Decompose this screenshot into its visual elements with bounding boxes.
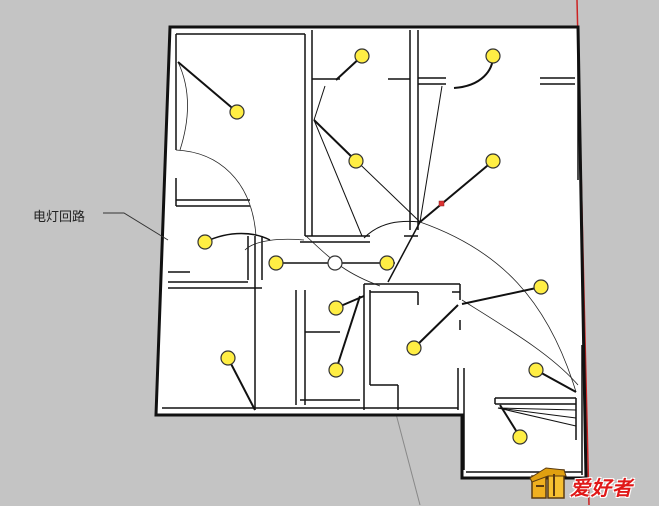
ceiling-lamp [197, 234, 213, 250]
callout-leader [103, 212, 169, 241]
ceiling-lamp [268, 255, 284, 271]
ceiling-lamp [512, 429, 528, 445]
ceiling-lamp [354, 48, 370, 64]
selected-endpoint-marker [438, 200, 445, 207]
light-circuit-wires [177, 55, 577, 438]
ceiling-lamp [406, 340, 422, 356]
ceiling-lamp [220, 350, 236, 366]
ceiling-lamp [485, 48, 501, 64]
ceiling-lamp [379, 255, 395, 271]
ceiling-lamp [485, 153, 501, 169]
door-swing-arcs [175, 61, 579, 393]
ceiling-lamp [533, 279, 549, 295]
ceiling-lamps [197, 48, 549, 445]
callout-label-light-circuit: 电灯回路 [33, 210, 86, 225]
ceiling-lamp [328, 362, 344, 378]
site-watermark-logo: 爱好者 [528, 466, 656, 502]
carpenter-logo-icon [529, 467, 567, 499]
interior-walls [162, 30, 583, 475]
blue-axis-line [394, 409, 421, 505]
ceiling-lamp [328, 300, 344, 316]
ceiling-lamp [229, 104, 245, 120]
ceiling-lamp [348, 153, 364, 169]
ceiling-lamp [528, 362, 544, 378]
floor-outline [154, 25, 588, 480]
ceiling-lamp [327, 255, 343, 271]
watermark-text: 爱好者 [570, 476, 633, 500]
